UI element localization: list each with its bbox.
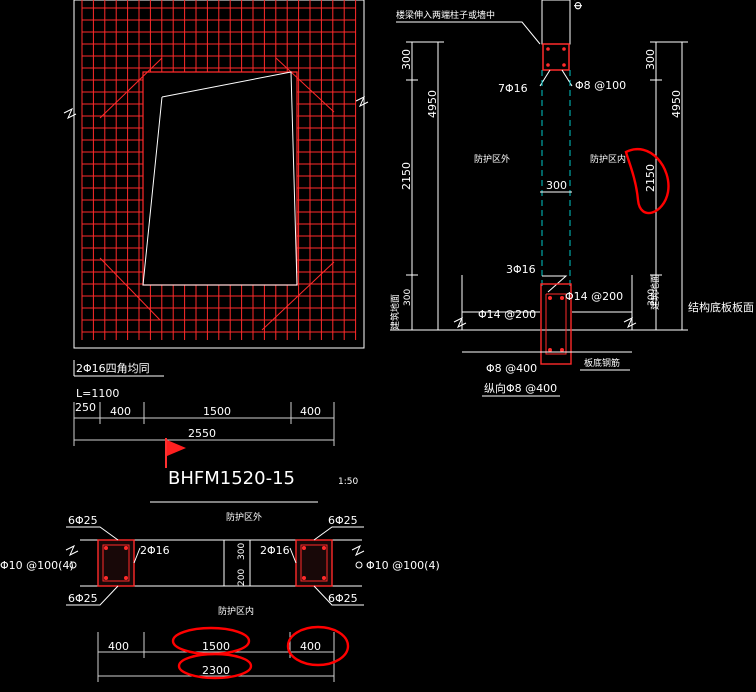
plan-dim-1500: 1500 [202,640,230,653]
plan-dim-400-right: 400 [300,640,321,653]
right-top-bars: 6Φ25 [328,514,358,527]
dim-right-2150: 2150 [644,164,657,192]
flag-head-icon [167,440,186,456]
slab-bottom-label: 结构底板板面 [688,300,754,314]
right-stirrup: Φ10 @100(4) [366,559,440,572]
plan-zone-inside: 防护区内 [218,605,254,617]
dim-left-300b: 300 [403,289,413,306]
dim-overall: 2550 [188,427,216,440]
footing-section [540,283,572,365]
top-bars: 7Φ16 [498,82,528,95]
length-note: L=1100 [76,387,119,400]
corner-bar-note: 2Φ16四角均同 [76,362,150,375]
plan-dim-overall: 2300 [202,664,230,677]
slab-right: 建筑地面 [649,274,661,310]
door-opening [142,71,298,286]
bottom-slab-rebar: 板底钢筋 [584,357,620,369]
right-mid-bars: 2Φ16 [260,544,290,557]
wall-dim-300: 300 [237,543,247,560]
dim-left-2150: 2150 [400,162,413,190]
left-mid-bars: 2Φ16 [140,544,170,557]
wall-width: 300 [546,179,567,192]
dim-left-300: 300 [400,49,413,70]
dim-1500: 1500 [203,405,231,418]
dim-400-right: 400 [300,405,321,418]
left-top-bars: 6Φ25 [68,514,98,527]
highlight-mark-2150 [624,148,670,215]
bar-right: Φ14 @200 [565,290,623,303]
plan-dim-400-left: 400 [108,640,129,653]
zone-outside: 防护区外 [474,153,510,165]
dim-left-4950: 4950 [426,90,439,118]
highlight-mark-400 [286,625,350,667]
dim-right-4950: 4950 [670,90,683,118]
right-bot-bars: 6Φ25 [328,592,358,605]
left-bot-bars: 6Φ25 [68,592,98,605]
slab-left: 建筑地面 [389,294,401,330]
highlight-mark-2300 [177,652,253,680]
drawing-title: BHFM1520-15 [168,468,295,489]
drawing-scale: 1:50 [338,477,358,487]
plan-section: 防护区外 防护区内 6Φ25 6Φ25 6Φ25 6Φ25 2Φ16 2Φ16 … [0,511,440,682]
stirrup: Φ8 @100 [575,79,626,92]
dim-250: 250 [75,401,96,414]
wall-dim-200: 200 [237,569,247,586]
door-frame-elevation: 2Φ16四角均同 L=1100 250 400 1500 400 2550 BH… [63,0,369,503]
beam-section [542,43,570,71]
left-stirrup: Φ10 @100(4) [0,559,74,572]
dim-400-left: 400 [110,405,131,418]
wall-section: 楼梁伸入两端柱子或墙中 Φ14 @ 7Φ16 Φ8 @100 300 300 4… [389,0,754,397]
bottom-bars: 3Φ16 [506,263,536,276]
bar-left: Φ14 @200 [478,308,536,321]
dim-right-300: 300 [644,49,657,70]
zone-inside: 防护区内 [590,153,626,165]
plan-zone-outside: 防护区外 [226,511,262,523]
col-bar-top: Φ14 @ [572,0,585,10]
dim-right-300b: 300 [647,289,657,306]
left-column [97,539,135,587]
bottom-stirrup: Φ8 @400 [486,362,537,375]
beam-note: 楼梁伸入两端柱子或墙中 [396,9,495,21]
long-bars: 纵向Φ8 @400 [484,381,557,395]
